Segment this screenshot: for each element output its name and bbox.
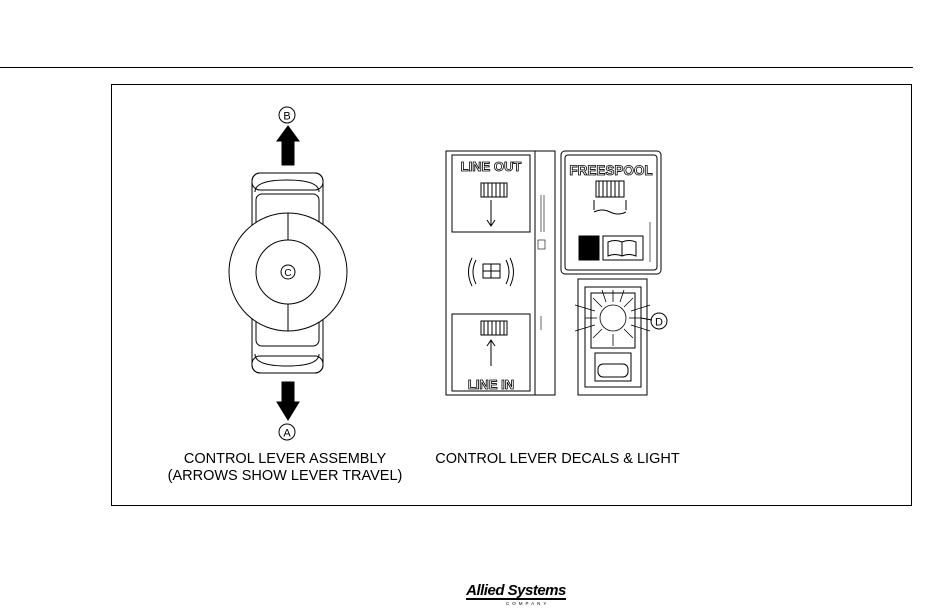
line-out-label: LINE OUT — [461, 159, 522, 174]
line-in-coil-icon — [481, 321, 507, 366]
logo-wordmark: Allied Systems — [466, 583, 566, 600]
callout-d-label: D — [655, 317, 663, 329]
caption-decals-light: CONTROL LEVER DECALS & LIGHT — [430, 451, 685, 468]
caption-lever-assembly: CONTROL LEVER ASSEMBLY (ARROWS SHOW LEVE… — [160, 451, 410, 485]
arrow-b-icon — [277, 126, 299, 165]
manual-book-icon — [603, 236, 643, 260]
caption-lever-line2: (ARROWS SHOW LEVER TRAVEL) — [160, 468, 410, 485]
arrow-a-icon — [277, 382, 299, 420]
indicator-light — [575, 279, 667, 395]
allied-mini-logo — [579, 236, 599, 260]
caption-lever-line1: CONTROL LEVER ASSEMBLY — [160, 451, 410, 468]
callout-c-label: C — [284, 268, 291, 279]
allied-systems-logo: Allied Systems COMPANY — [466, 582, 566, 606]
freespool-label: FREESPOOL — [569, 163, 652, 178]
line-decal — [446, 151, 555, 395]
control-lever-assembly: B C A — [229, 107, 347, 440]
callout-a-label: A — [283, 428, 291, 440]
freespool-coil-icon — [594, 181, 626, 214]
line-in-label: LINE IN — [468, 377, 514, 392]
line-out-coil-icon — [481, 183, 507, 226]
callout-b-label: B — [283, 111, 290, 123]
brake-icon — [469, 258, 514, 286]
logo-company: COMPANY — [506, 601, 566, 606]
decal-side-print — [538, 195, 545, 330]
